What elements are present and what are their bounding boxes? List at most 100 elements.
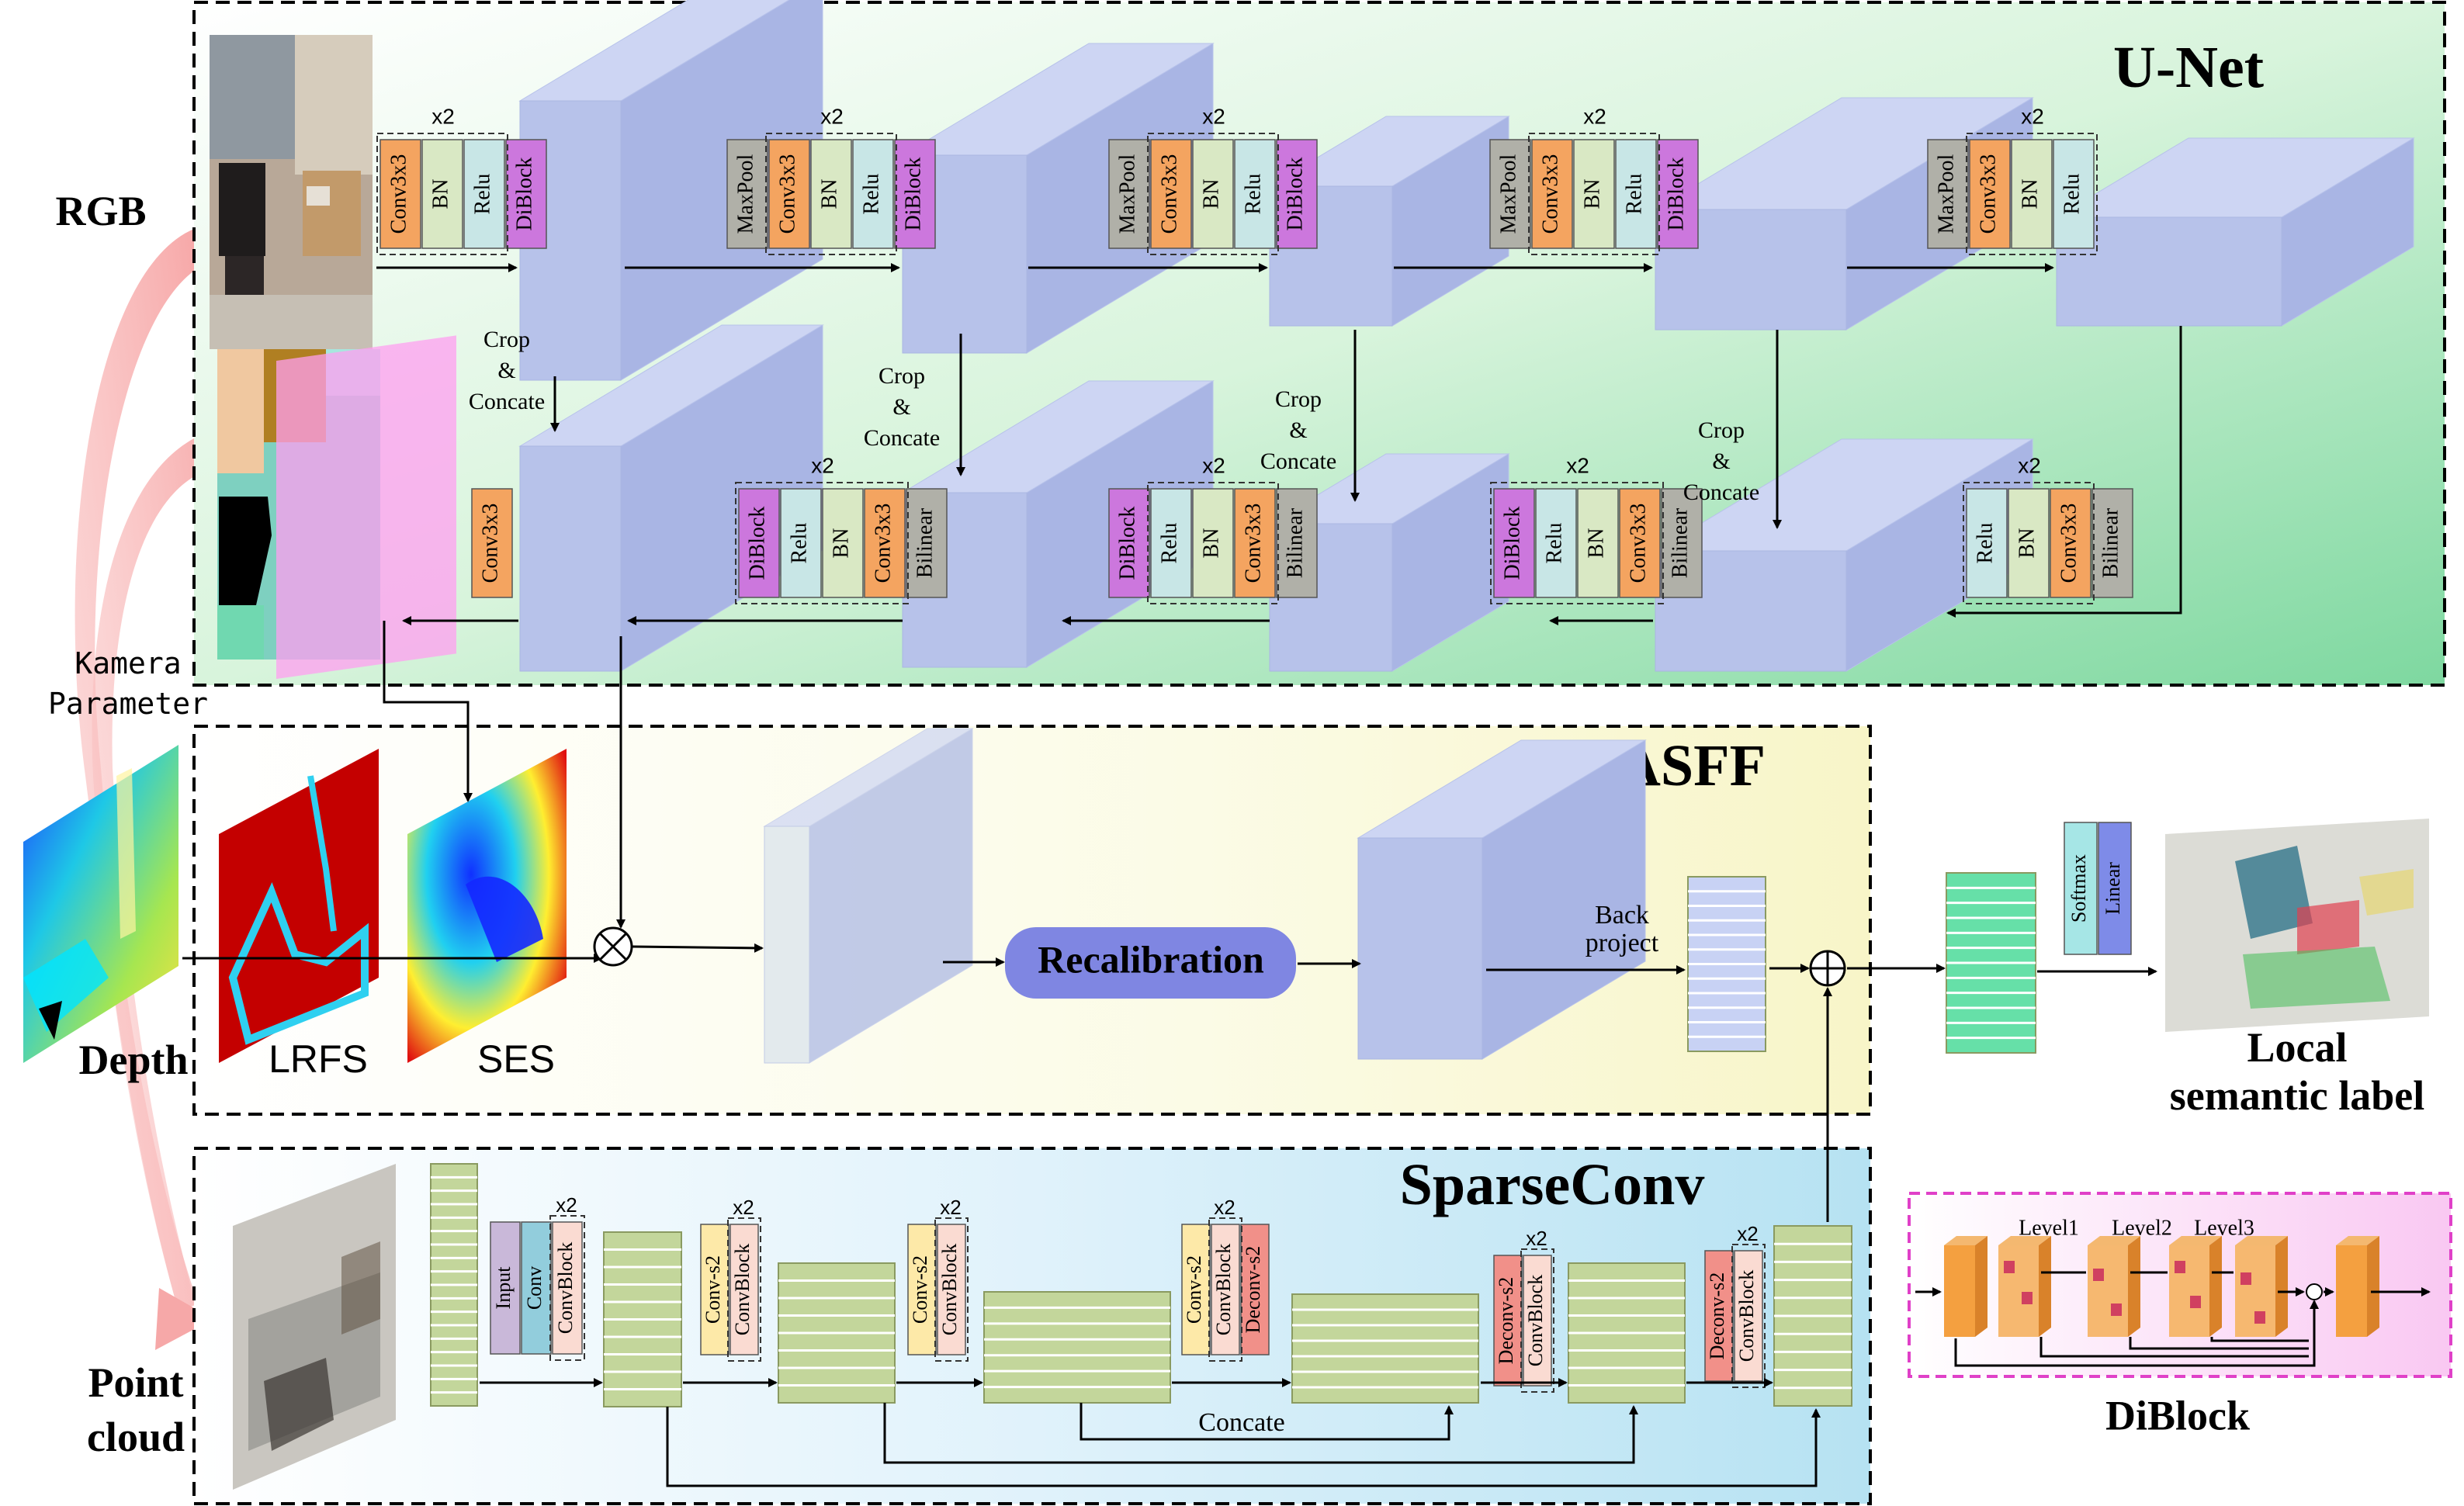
enc1-conv3x3	[379, 139, 421, 249]
sparse-x2-2: x2	[733, 1196, 754, 1219]
repeat-group-box	[1966, 133, 2098, 255]
enc2-maxpool	[726, 139, 768, 249]
enc1-diblock-text: DiBlock	[512, 158, 536, 231]
lrfs-label: LRFS	[269, 1037, 368, 1081]
encoder-block-1	[518, 0, 823, 381]
crop-label-3-l2: &	[1289, 417, 1307, 443]
enc5-conv3x3-text: Conv3x3	[1976, 154, 2000, 234]
sparse-conv-s2-2	[907, 1224, 937, 1355]
dec3-conv3x3-text: Conv3x3	[1241, 504, 1265, 583]
dec3-relu	[1150, 488, 1192, 598]
dec4-relu	[1535, 488, 1577, 598]
softmax-block-text: Softmax	[2067, 854, 2090, 923]
enc2-conv3x3-text: Conv3x3	[775, 154, 799, 234]
dec3-x2: x2	[1202, 453, 1225, 477]
ses-map	[407, 749, 567, 1063]
enc4-conv3x3-text: Conv3x3	[1538, 154, 1562, 234]
diblock-dilation-cell-4	[2175, 1261, 2185, 1273]
sparse-conv-s2-3	[1181, 1224, 1211, 1355]
enc5-bn-text: BN	[2018, 179, 2042, 209]
dec4-relu-text: Relu	[1542, 523, 1566, 564]
crop-label-3-l1: Crop	[1275, 386, 1322, 412]
repeat-group-box	[727, 1217, 761, 1362]
sparse-input-stack	[430, 1163, 478, 1407]
level2-label: Level2	[2112, 1216, 2172, 1240]
enc3-conv3x3-text: Conv3x3	[1157, 154, 1181, 234]
kamera-label-line2: Parameter	[48, 687, 208, 721]
repeat-group-box	[376, 133, 508, 255]
dec2-bilinear	[906, 488, 948, 598]
encoder-block-3	[1268, 116, 1510, 327]
dec4-bn	[1577, 488, 1619, 598]
local-label-line2: semantic label	[2170, 1072, 2424, 1119]
enc2-diblock-text: DiBlock	[901, 158, 925, 231]
dec5-bilinear	[2091, 488, 2133, 598]
lrfs-map	[219, 749, 379, 1063]
sparse-enc-2	[778, 1262, 896, 1404]
dec3-diblock	[1108, 488, 1150, 598]
diblock-dilation-cell-1	[2022, 1292, 2033, 1304]
enc3-relu	[1234, 139, 1276, 249]
layer-stacks	[376, 133, 2133, 1407]
sparse-convblock-5-text: ConvBlock	[1524, 1275, 1547, 1366]
repeat-group-box	[1147, 133, 1279, 255]
repeat-group-box	[934, 1217, 969, 1362]
dec2-bn-text: BN	[829, 528, 853, 559]
sparse-x2-4: x2	[1214, 1196, 1235, 1219]
dec5-relu	[1966, 488, 2008, 598]
dec3-bilinear-text: Bilinear	[1283, 507, 1307, 578]
dec2-conv3x3	[864, 488, 906, 598]
enc2-relu	[852, 139, 894, 249]
sparse-convblock-6	[1734, 1250, 1763, 1382]
enc4-diblock-text: DiBlock	[1664, 158, 1688, 231]
dec4-conv3x3-text: Conv3x3	[1626, 504, 1650, 583]
enc2-relu-text: Relu	[859, 174, 883, 215]
sparse-conv-s2-1-text: Conv-s2	[702, 1255, 724, 1324]
enc2-diblock	[894, 139, 936, 249]
sparse-convblock-3-text: ConvBlock	[938, 1244, 961, 1335]
sparse-conv-s2-2-text: Conv-s2	[909, 1255, 931, 1324]
enc3-diblock	[1276, 139, 1318, 249]
sparse-deconv-s2-3	[1704, 1250, 1734, 1382]
enc5-bn	[2011, 139, 2053, 249]
enc5-maxpool-text: MaxPool	[1934, 154, 1958, 234]
enc2-bn	[810, 139, 852, 249]
concate-label: Concate	[1198, 1408, 1284, 1437]
diblock-level1	[1998, 1236, 2051, 1337]
enc4-maxpool-text: MaxPool	[1496, 154, 1520, 234]
enc5-x2: x2	[2021, 104, 2044, 128]
skip-connection-1	[1080, 1403, 1454, 1441]
enc5-relu	[2053, 139, 2095, 249]
enc1-relu-text: Relu	[470, 174, 494, 215]
dec2-diblock-text: DiBlock	[745, 507, 769, 580]
dec4-bilinear-text: Bilinear	[1668, 507, 1692, 578]
diblock-sum-node	[2306, 1283, 2323, 1300]
asff-output-block	[1357, 739, 1647, 1060]
sparse-x2-1: x2	[556, 1193, 577, 1217]
sparse-convblock-2	[729, 1224, 759, 1355]
dec5-conv3x3-text: Conv3x3	[2057, 504, 2081, 583]
diblock-output	[2336, 1236, 2379, 1337]
enc3-maxpool	[1108, 139, 1150, 249]
enc4-bn-text: BN	[1580, 179, 1604, 209]
enc4-x2: x2	[1583, 104, 1606, 128]
enc1-relu	[463, 139, 505, 249]
rgb-image	[210, 35, 373, 349]
dec2-relu	[780, 488, 822, 598]
enc5-relu-text: Relu	[2060, 174, 2084, 215]
enc3-maxpool-text: MaxPool	[1115, 154, 1139, 234]
sparse-deconv-s2-1	[1240, 1224, 1270, 1355]
enc5-maxpool	[1927, 139, 1969, 249]
sparse-convblock-4	[1211, 1224, 1240, 1355]
sparse-input-block	[490, 1221, 521, 1355]
arrow-fuse-to-feat	[632, 943, 764, 953]
sparse-conv-block	[521, 1221, 552, 1355]
arrow-enc5-dec4	[1946, 326, 2182, 618]
enc4-bn	[1573, 139, 1615, 249]
sparse-convblock-1	[552, 1221, 583, 1355]
dec3-diblock-text: DiBlock	[1115, 507, 1139, 580]
crop-label-2-l3: Concate	[864, 425, 940, 451]
enc4-relu-text: Relu	[1622, 174, 1646, 215]
decoder-block-1	[518, 324, 824, 672]
